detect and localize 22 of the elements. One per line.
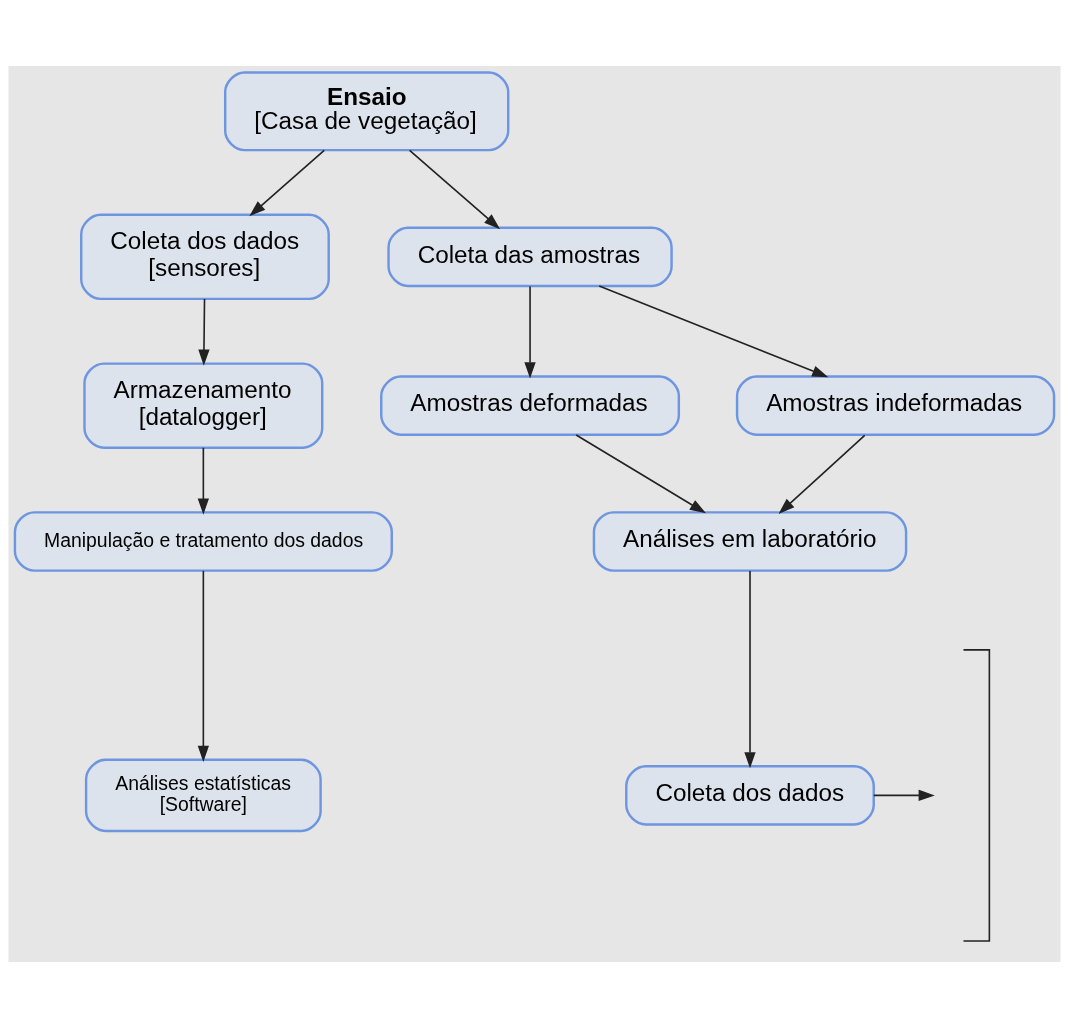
node-box: Coleta dos dados (625, 765, 875, 826)
arrow (249, 149, 325, 217)
node-box: Amostras deformadas (380, 375, 681, 436)
arrow (197, 570, 210, 762)
arrow (575, 434, 707, 514)
node-box: Amostras indeformadas (735, 375, 1056, 436)
arrow (778, 434, 866, 514)
arrow (408, 149, 501, 230)
node-box: Armazenamento [datalogger] (83, 362, 324, 449)
node-box: Coleta das amostras (387, 226, 673, 288)
node-box: Manipulação e tratamento dos dados (13, 511, 393, 572)
arrow (524, 285, 536, 379)
arrow (198, 298, 210, 366)
node-box: Ensaio [Casa de vegetação] (223, 71, 510, 152)
node-bracket (962, 649, 991, 942)
node-box: Análises em laboratório (592, 511, 908, 572)
arrow (873, 789, 935, 802)
arrow (744, 570, 756, 769)
arrow (197, 446, 210, 515)
arrow (598, 285, 829, 378)
node-box: Coleta dos dados [sensores] (80, 213, 330, 301)
node-box: Análises estatísticas [Software] (84, 758, 322, 833)
